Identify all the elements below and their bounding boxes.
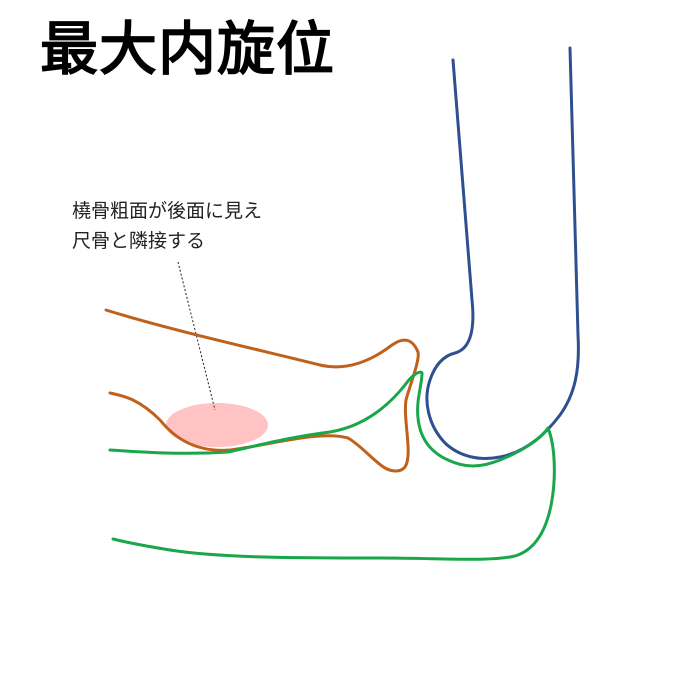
annotation-line-2: 尺骨と隣接する bbox=[72, 230, 206, 252]
page-title: 最大内旋位 bbox=[40, 15, 336, 83]
humerus-outline bbox=[425, 46, 580, 460]
annotation-text: 橈骨粗面が後面に見え 尺骨と隣接する bbox=[72, 196, 262, 256]
radial-tuberosity-highlight bbox=[166, 403, 268, 447]
radius-outline bbox=[104, 308, 420, 473]
annotation-line-1: 橈骨粗面が後面に見え bbox=[72, 200, 263, 222]
ulna-outline bbox=[108, 370, 556, 561]
